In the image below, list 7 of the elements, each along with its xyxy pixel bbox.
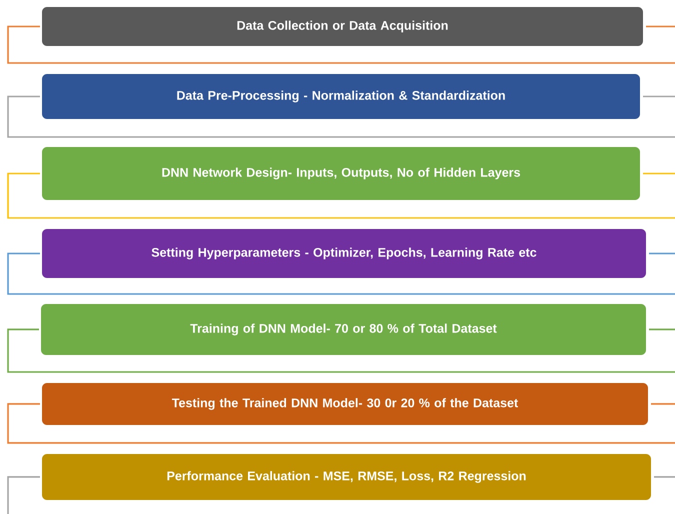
step-box: Data Pre-Processing - Normalization & Standardization xyxy=(42,74,640,119)
step-box: Testing the Trained DNN Model- 30 0r 20 % of the Dataset xyxy=(42,382,648,425)
step-box: Setting Hyperparameters - Optimizer, Epochs, Learning Rate etc xyxy=(42,229,646,278)
step-box: DNN Network Design- Inputs, Outputs, No of Hidden Layers xyxy=(42,147,640,200)
step-box: Performance Evaluation - MSE, RMSE, Loss, R2 Regression xyxy=(42,454,651,500)
step-box: Training of DNN Model- 70 or 80 % of Total Dataset xyxy=(41,304,646,355)
step-box: Data Collection or Data Acquisition xyxy=(42,7,643,46)
